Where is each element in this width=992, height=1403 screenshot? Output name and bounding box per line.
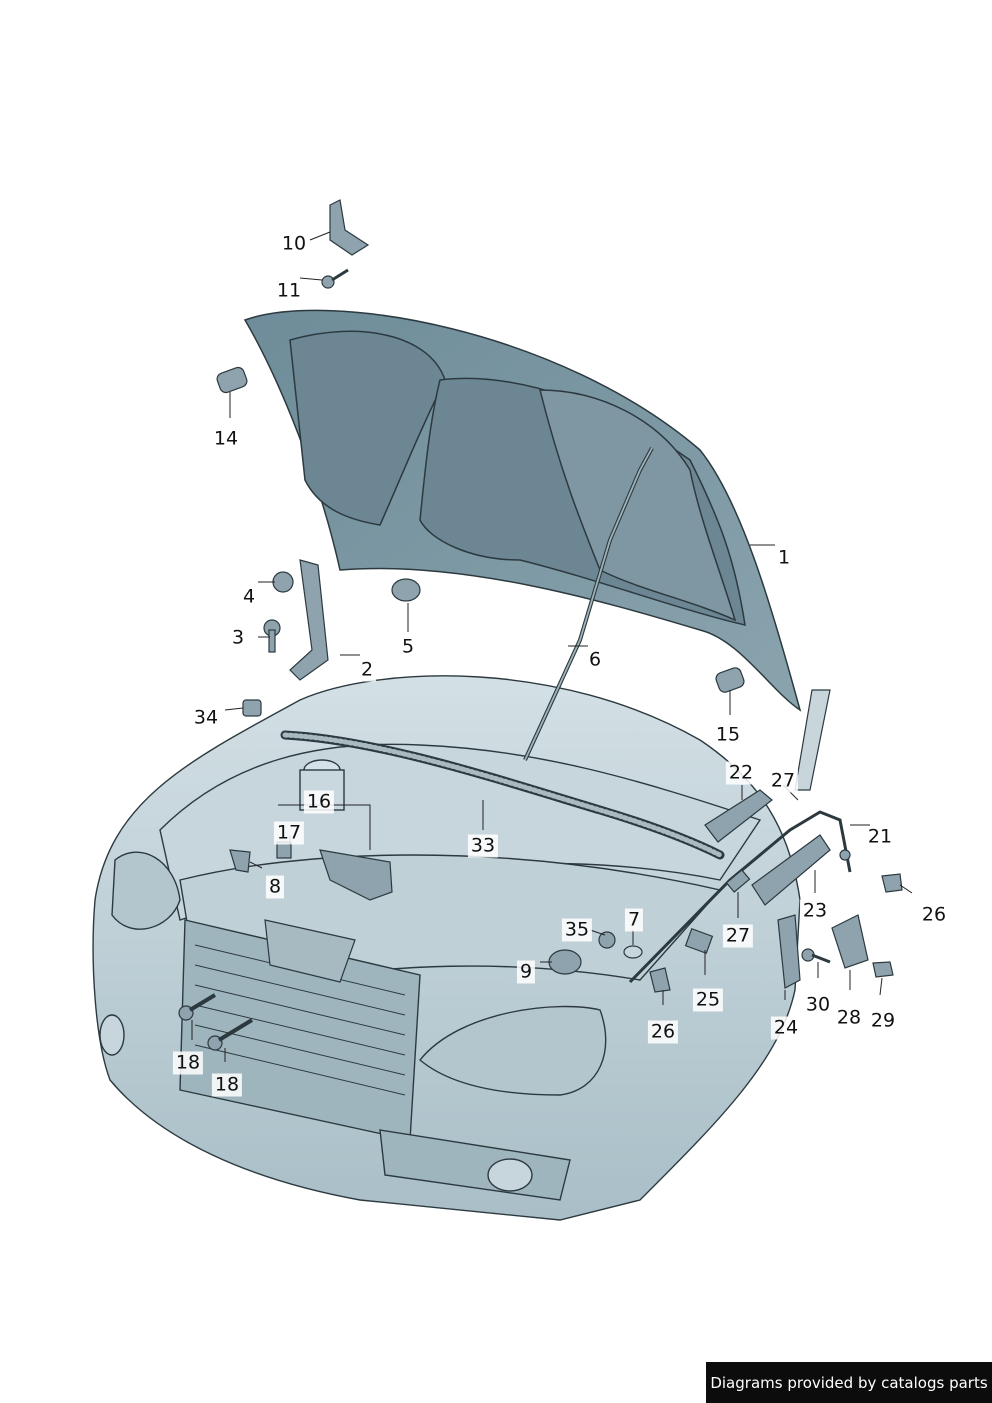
callout-6: 6 — [585, 648, 605, 672]
callout-28: 28 — [833, 1006, 865, 1030]
callout-17: 17 — [273, 821, 305, 845]
callout-11: 11 — [273, 279, 305, 303]
callout-33: 33 — [467, 834, 499, 858]
callout-7: 7 — [624, 908, 644, 932]
callout-18b: 18 — [211, 1073, 243, 1097]
callout-27a: 27 — [767, 769, 799, 793]
callout-5: 5 — [398, 635, 418, 659]
callout-10: 10 — [278, 232, 310, 256]
callout-26b: 26 — [918, 903, 950, 927]
callout-8: 8 — [265, 875, 285, 899]
callout-16: 16 — [303, 790, 335, 814]
credit-banner: Diagrams provided by catalogs parts — [706, 1362, 992, 1403]
leader-lines — [191, 231, 913, 1062]
callout-24: 24 — [770, 1016, 802, 1040]
callout-18a: 18 — [172, 1051, 204, 1075]
callout-22: 22 — [725, 761, 757, 785]
callout-2: 2 — [357, 658, 377, 682]
callout-1: 1 — [774, 546, 794, 570]
callout-4: 4 — [239, 585, 259, 609]
hood-panel — [243, 309, 802, 712]
callout-27b: 27 — [722, 924, 754, 948]
callout-35: 35 — [561, 918, 593, 942]
callout-21: 21 — [864, 825, 896, 849]
windshield-post — [794, 689, 831, 791]
callout-9: 9 — [516, 960, 536, 984]
callout-25: 25 — [692, 988, 724, 1012]
callout-26a: 26 — [647, 1020, 679, 1044]
callout-29: 29 — [867, 1009, 899, 1033]
release-cable — [628, 810, 852, 984]
callout-14: 14 — [210, 427, 242, 451]
callout-15: 15 — [712, 723, 744, 747]
small-parts — [178, 199, 903, 1051]
callout-30: 30 — [802, 993, 834, 1017]
callout-3: 3 — [228, 626, 248, 650]
callout-34: 34 — [190, 706, 222, 730]
callout-23: 23 — [799, 899, 831, 923]
